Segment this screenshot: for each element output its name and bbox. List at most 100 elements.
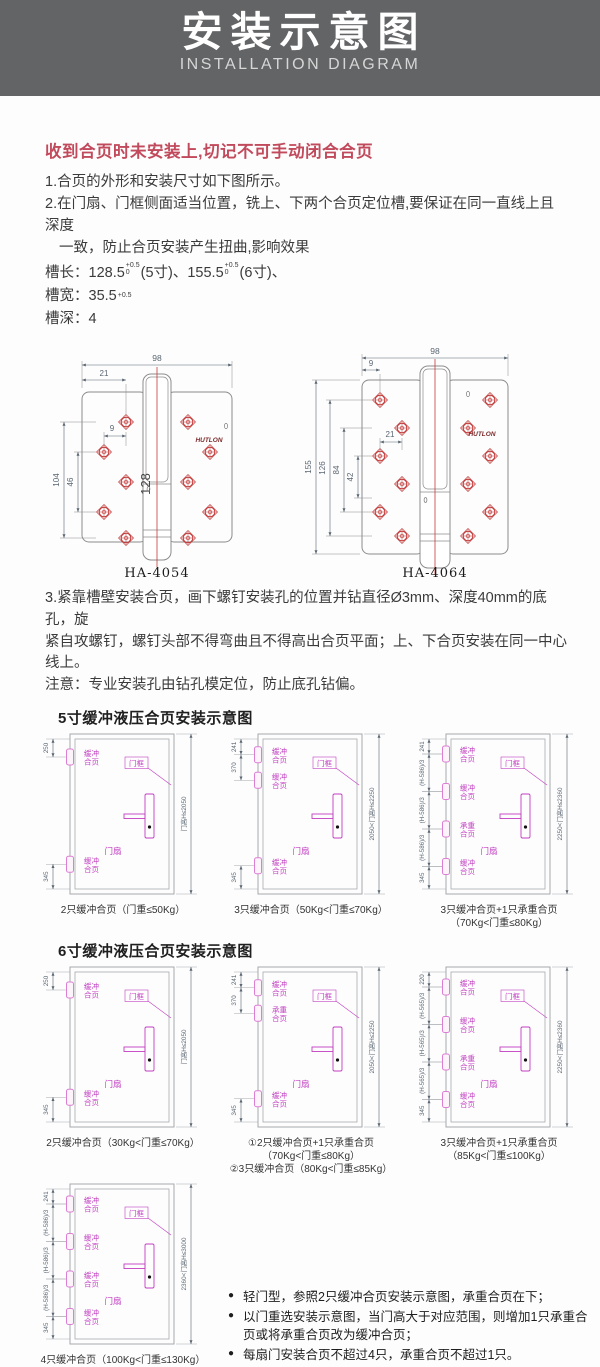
screw-hole-icon <box>372 392 388 408</box>
frame-label-box <box>312 989 337 1002</box>
hinge-marker <box>442 782 450 800</box>
left-dim-label: (H-565)/3 <box>419 1067 426 1094</box>
svg-text:98: 98 <box>430 346 440 356</box>
door-leaf <box>450 971 546 1123</box>
hinge-marker <box>442 745 450 763</box>
door-handle <box>520 793 531 839</box>
hinge-label: 缓冲合页 <box>460 782 475 801</box>
door-height-label: 门高H≤2050 <box>179 1029 188 1065</box>
frame-label-box <box>312 756 337 769</box>
hinge-label: 缓冲合页 <box>460 857 475 876</box>
screw-hole-icon <box>202 504 218 520</box>
left-dim-label: 220 <box>419 974 426 985</box>
door-handle <box>332 1026 343 1072</box>
door-height-label: 2250<门高H≤2360 <box>555 1020 564 1074</box>
frame-label-box <box>124 1206 149 1219</box>
slot-width-line: 槽宽：35.5+0.5 <box>45 288 132 305</box>
hinge-model-label: HA-4064 <box>402 566 467 581</box>
screw-hole-icon <box>394 476 410 492</box>
frame-label: 门框 <box>317 758 332 768</box>
note-item: 以门重选安装示意图，当门高大于对应范围，则增加1只承重合页或将承重合页改为缓冲合… <box>228 1308 588 1344</box>
hinge-marker <box>66 855 74 873</box>
frame-label: 门框 <box>505 758 520 768</box>
door-diagram: 2360<门高H≤3000241(H-586)/3(H-586)/3(H-586… <box>43 1183 197 1345</box>
door-diagram: 2250<门高H≤2360241(H-586)/3(H-586)/3(H-586… <box>419 733 573 895</box>
screw-hole-icon <box>482 392 498 408</box>
left-dim-label: 250 <box>43 742 50 753</box>
hinge-left-plate <box>81 391 148 543</box>
door-handle <box>520 1026 531 1072</box>
frame-label-box <box>124 989 149 1002</box>
door-caption: 3只缓冲合页+1只承重合页（85Kg<门重≤100Kg） <box>440 1137 558 1162</box>
hinge-marker <box>66 981 74 999</box>
hinge-label: 缓冲合页 <box>272 857 287 876</box>
left-dim-label: 345 <box>43 871 50 882</box>
door-frame <box>69 966 175 1128</box>
door-frame <box>257 966 363 1128</box>
step-3-line1: 3.紧靠槽壁安装合页，画下螺钉安装孔的位置并钻直径Ø3mm、深度40mm的底孔，… <box>45 590 547 628</box>
hinge-marker <box>442 1015 450 1033</box>
screw-hole-icon <box>482 504 498 520</box>
screw-hole-icon <box>118 530 134 546</box>
hinge-label: 缓冲合页 <box>460 745 475 764</box>
hinge-left-plate <box>361 379 425 555</box>
section-heading-5inch: 5寸缓冲液压合页安装示意图 <box>58 709 253 727</box>
left-dim-label: (H-586)/3 <box>43 1209 50 1236</box>
door-frame <box>257 733 363 895</box>
door-handle <box>332 793 343 839</box>
step-3-line2: 紧自攻螺钉，螺钉头部不得弯曲且不得高出合页平面；上、下合页安装在同一中心线上。 <box>45 633 567 672</box>
hinge-label: 缓冲合页 <box>272 771 287 790</box>
hinge-marker <box>254 1090 262 1108</box>
door-height-label: 2050<门高H≤2250 <box>367 787 376 841</box>
leaf-label: 门扇 <box>104 1296 121 1306</box>
screw-hole-icon <box>202 444 218 460</box>
warning-text: 收到合页时未安装上,切记不可手动闭合合页 <box>45 143 374 161</box>
hinge-label: 缓冲合页 <box>272 1090 287 1109</box>
hinge-marker <box>442 857 450 875</box>
left-dim-label: 241 <box>231 741 238 752</box>
leaf-label: 门扇 <box>292 1079 309 1089</box>
hinge-marker <box>254 857 262 875</box>
notes-list: 轻门型，参照2只缓冲合页安装示意图，承重合页在下； 以门重选安装示意图，当门高大… <box>228 1288 588 1367</box>
left-dim-label: 345 <box>231 872 238 883</box>
door-caption: 3只缓冲合页（50Kg<门重≤70Kg） <box>234 904 388 916</box>
page-title: 安装示意图 <box>181 9 427 55</box>
left-dim-label: (H-565)/3 <box>419 992 426 1019</box>
hinge-marker <box>66 1270 74 1288</box>
leaf-label: 门扇 <box>480 846 497 856</box>
frame-label: 门框 <box>129 758 144 768</box>
hinge-label: 缓冲合页 <box>460 1090 475 1109</box>
hinge-right-plate <box>166 391 233 543</box>
door-leaf <box>74 971 170 1123</box>
slot-width-label: 槽宽： <box>45 288 89 305</box>
door-caption: ①2只缓冲合页+1只承重合页（70Kg<门重≤80Kg）②3只缓冲合页（80Kg… <box>229 1137 393 1175</box>
hinge-model-label: HA-4054 <box>124 566 189 581</box>
hinge-marker <box>66 1232 74 1250</box>
hinge-label: 缓冲合页 <box>272 746 287 765</box>
door-frame <box>445 733 551 895</box>
hinge-marker <box>254 746 262 764</box>
hinge-marker <box>254 979 262 997</box>
screw-hole-icon <box>394 420 410 436</box>
screw-hole-icon <box>394 528 410 544</box>
door-height-label: 2250<门高H≤2360 <box>555 787 564 841</box>
door-leaf <box>450 738 546 890</box>
hinge-label: 承重合页 <box>460 1054 475 1072</box>
door-height-label: 2360<门高H≤3000 <box>179 1237 188 1291</box>
screw-hole-icon <box>460 528 476 544</box>
hutlon-logo: HUTLON <box>468 431 495 438</box>
svg-text:128: 128 <box>138 473 153 495</box>
hinge-marker <box>254 771 262 789</box>
